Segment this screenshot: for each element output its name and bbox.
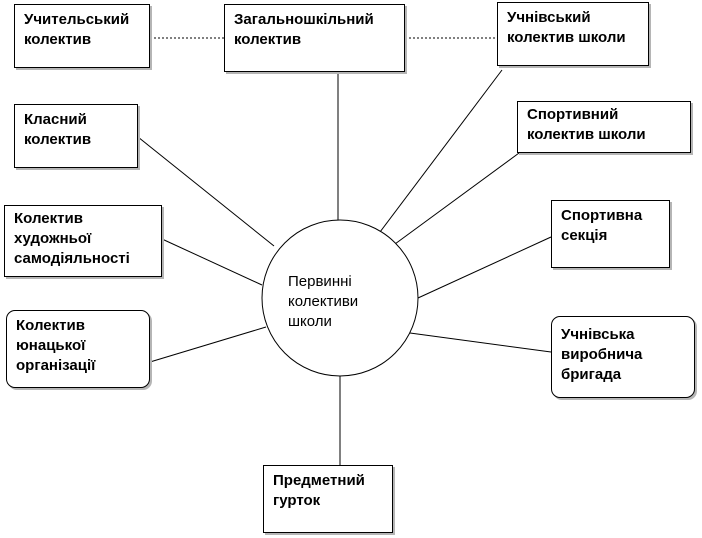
connector-art-amateur (161, 238, 263, 286)
connector-students (379, 69, 503, 233)
node-label: Учительський (24, 11, 130, 28)
node-label: секція (561, 227, 608, 244)
node-label: самодіяльності (14, 250, 130, 267)
node-art-amateur: Колектив художньої самодіяльності (4, 205, 162, 277)
node-label: художньої (14, 230, 92, 247)
node-label: Предметний (273, 472, 365, 489)
node-label: юнацької (16, 337, 86, 354)
node-label: Загальношкільний (234, 11, 374, 28)
node-label: Колектив (14, 210, 83, 227)
connector-sports-section (417, 236, 552, 299)
node-class: Класний колектив (14, 104, 138, 168)
node-sports-section: Спортивна секція (551, 200, 670, 268)
node-label: колектив (234, 31, 302, 48)
node-label: гурток (273, 492, 321, 509)
node-sports-team: Спортивний колектив школи (517, 101, 691, 153)
node-label: колектив школи (507, 29, 626, 46)
node-label: колектив (24, 131, 92, 148)
center-label-line: Первинні (288, 273, 352, 290)
center-label-line: колективи (288, 293, 359, 310)
node-label: колектив школи (527, 126, 646, 143)
node-youth-org: Колектив юнацької організації (6, 310, 150, 388)
node-label: бригада (561, 366, 622, 383)
node-label: Класний (24, 111, 87, 128)
node-label: організації (16, 357, 96, 374)
connector-class (137, 136, 275, 247)
node-work-brigade: Учнівська виробнича бригада (551, 316, 695, 398)
center-label-line: школи (288, 313, 332, 330)
node-school-wide: Загальношкільний колектив (224, 4, 405, 72)
connector-youth-org (149, 326, 267, 363)
node-label: колектив (24, 31, 92, 48)
node-subject-club: Предметний гурток (263, 465, 393, 533)
node-students: Учнівський колектив школи (497, 2, 649, 66)
node-teachers: Учительський колектив (14, 4, 150, 68)
node-label: Колектив (16, 317, 85, 334)
node-label: Учнівська (561, 326, 635, 343)
connector-sports-team (394, 152, 520, 245)
node-label: Учнівський (507, 9, 591, 26)
node-label: виробнича (561, 346, 643, 363)
center-label: Первинні колективи школи (288, 272, 358, 332)
center-circle (261, 219, 419, 377)
node-label: Спортивна (561, 207, 643, 224)
node-label: Спортивний (527, 106, 619, 123)
connector-work-brigade (409, 332, 552, 353)
